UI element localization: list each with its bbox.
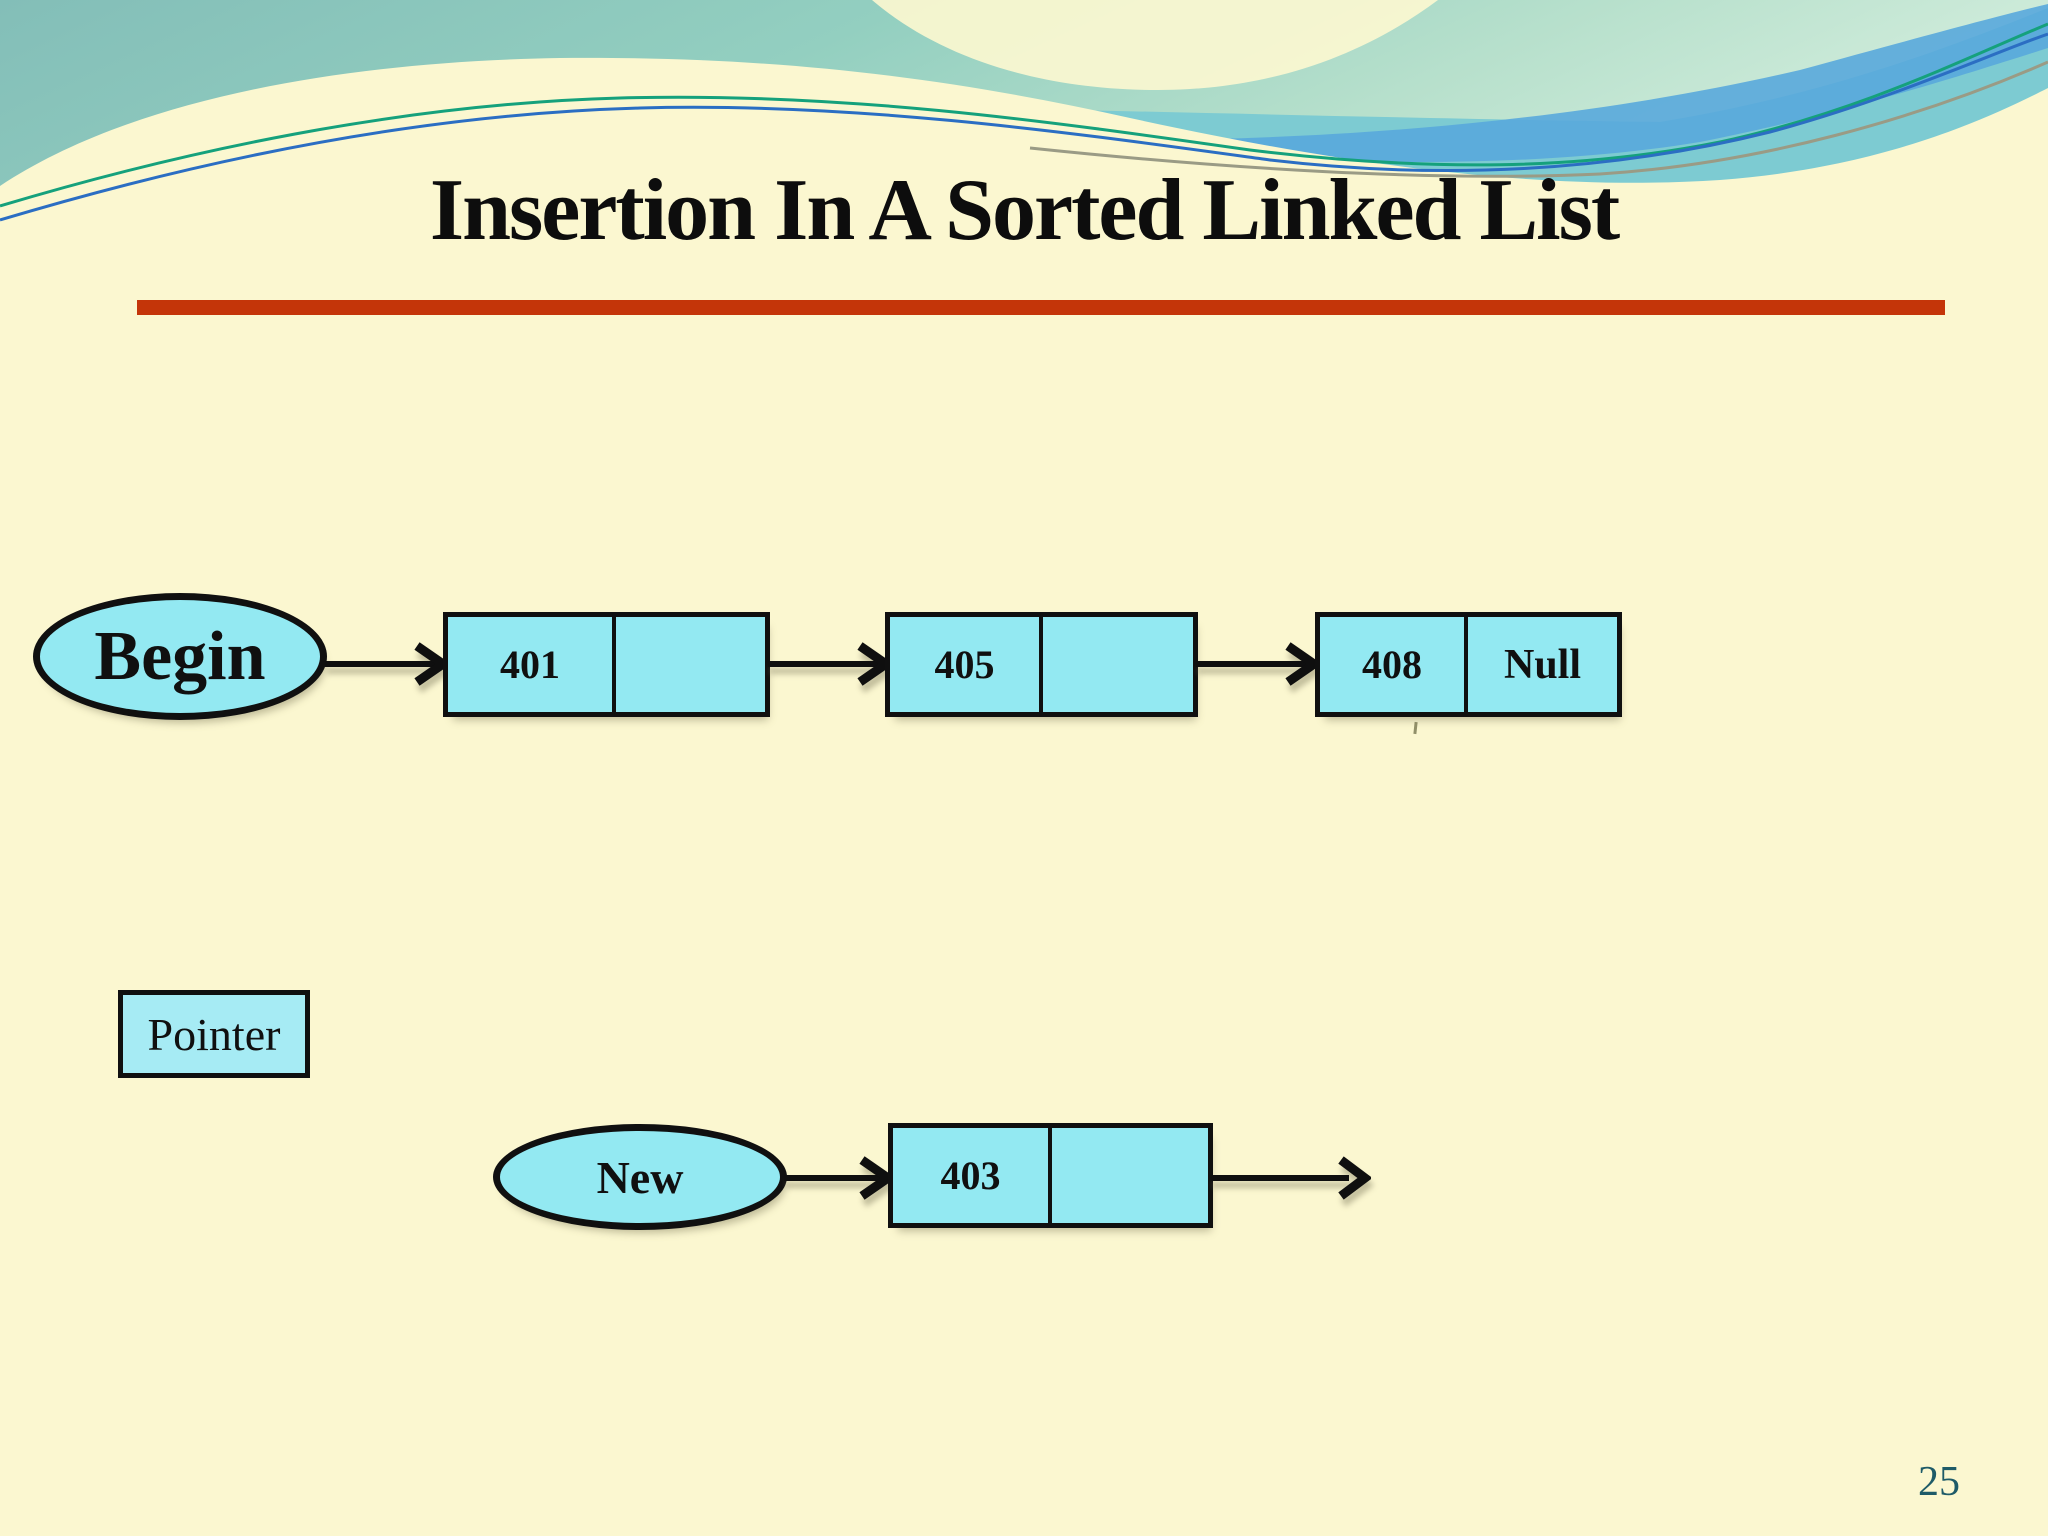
new-node-403: 403 xyxy=(888,1123,1213,1228)
node-data-cell: 405 xyxy=(890,617,1043,712)
banner-cream-swoosh xyxy=(0,57,2048,330)
banner-cream-wedge xyxy=(872,0,1438,90)
new-label: New xyxy=(596,1151,684,1203)
node-pointer-cell xyxy=(1052,1128,1208,1223)
node-403-next-arrow-icon xyxy=(1211,1154,1371,1202)
banner-wave-graphic xyxy=(0,0,2048,330)
list-node-405: 405 xyxy=(885,612,1198,717)
stray-mark xyxy=(1413,721,1418,735)
node-pointer-cell xyxy=(1043,617,1193,712)
pointer-label: Pointer xyxy=(147,1008,281,1060)
banner-gray-line xyxy=(1029,60,2048,178)
node-pointer-cell xyxy=(616,617,765,712)
node-data-cell: 401 xyxy=(448,617,616,712)
node-null-cell: Null xyxy=(1503,641,1582,688)
banner-blue-line xyxy=(0,32,2048,222)
begin-pointer-ellipse: Begin xyxy=(33,593,327,720)
list-node-408: 408 Null xyxy=(1315,612,1622,717)
node-405-to-408-arrow-icon xyxy=(1196,640,1318,688)
node-data-cell: 408 xyxy=(1320,617,1468,712)
begin-to-401-arrow-icon xyxy=(325,640,447,688)
page-number: 25 xyxy=(1918,1459,1960,1505)
list-node-401: 401 xyxy=(443,612,770,717)
page-title: Insertion In A Sorted Linked List xyxy=(429,162,1620,259)
begin-label: Begin xyxy=(94,617,266,695)
node-401-to-405-arrow-icon xyxy=(768,640,890,688)
banner-green-line xyxy=(0,22,2048,208)
pointer-box: Pointer xyxy=(118,990,310,1078)
node-data-cell: 403 xyxy=(893,1128,1052,1223)
title-underline xyxy=(137,300,1945,315)
new-pointer-ellipse: New xyxy=(493,1124,787,1230)
new-to-403-arrow-icon xyxy=(784,1154,892,1202)
